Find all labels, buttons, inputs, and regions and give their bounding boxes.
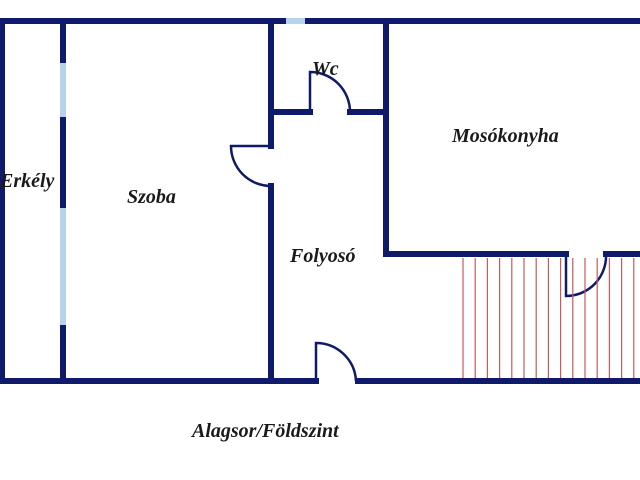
plan-caption: Alagsor/Földszint bbox=[190, 420, 340, 442]
room-label-szoba: Szoba bbox=[127, 186, 176, 208]
room-label-folyoso: Folyosó bbox=[289, 245, 356, 267]
szoba-door bbox=[229, 144, 272, 188]
wc-door bbox=[308, 70, 352, 113]
entrance-door bbox=[314, 341, 358, 382]
stairs bbox=[462, 258, 635, 378]
walls bbox=[0, 18, 640, 384]
room-label-mosokonyha: Mosókonyha bbox=[451, 125, 559, 147]
doors bbox=[229, 70, 608, 382]
mosokonyha-door bbox=[564, 253, 608, 298]
room-label-erkely: Erkély bbox=[0, 170, 55, 192]
room-label-wc: Wc bbox=[312, 58, 339, 80]
